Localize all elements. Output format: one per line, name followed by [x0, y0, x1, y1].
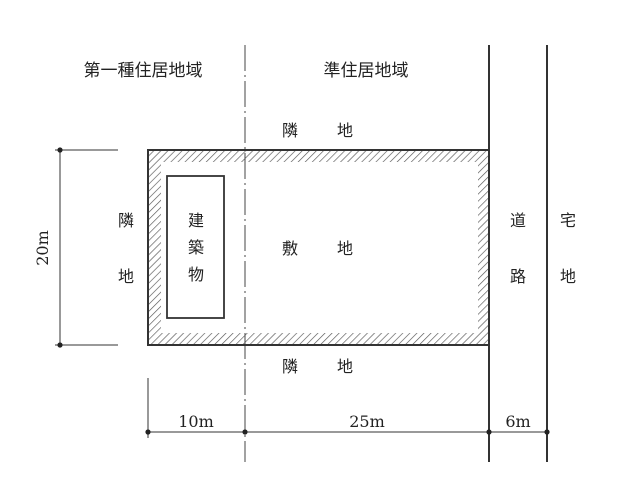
width-dim-dot-1 — [145, 429, 151, 435]
zone-label-right: 準住居地域 — [324, 61, 409, 81]
neighbor-top-char-2: 地 — [337, 121, 353, 140]
building-rect — [166, 175, 225, 319]
site-char-2: 地 — [337, 239, 353, 258]
site-boundary — [147, 149, 490, 346]
neighbor-top-char-1: 隣 — [282, 121, 298, 140]
height-dim-label: 20m — [33, 230, 52, 266]
building-char-3: 物 — [188, 265, 204, 284]
neighbor-bottom-char-2: 地 — [337, 357, 353, 376]
width-dim-dot-4 — [544, 429, 550, 435]
building-char-2: 築 — [188, 238, 204, 257]
neighbor-left-char-2: 地 — [118, 267, 134, 286]
width-dim-dot-3 — [486, 429, 492, 435]
neighbor-bottom-char-1: 隣 — [282, 357, 298, 376]
left-width-label: 10m — [178, 412, 214, 431]
road-char-2: 路 — [510, 267, 526, 286]
road-char-1: 道 — [510, 211, 526, 230]
height-dim-dot-bottom — [57, 342, 63, 348]
residential-char-1: 宅 — [560, 211, 576, 230]
building-char-1: 建 — [188, 211, 204, 230]
zone-label-left: 第一種住居地域 — [84, 61, 203, 81]
residential-char-2: 地 — [560, 267, 576, 286]
width-dim-dot-2 — [242, 429, 248, 435]
site-char-1: 敷 — [282, 239, 298, 258]
road-width-label: 6m — [505, 412, 530, 431]
height-dim-dot-top — [57, 147, 63, 153]
right-width-label: 25m — [349, 412, 385, 431]
neighbor-left-char-1: 隣 — [118, 211, 134, 230]
